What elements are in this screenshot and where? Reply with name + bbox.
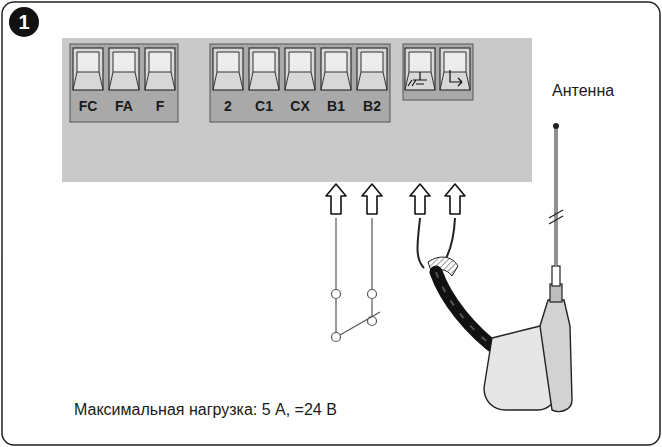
terminal-label: F [156,99,165,113]
terminal [405,48,435,90]
terminal-label: B2 [363,99,381,113]
terminal [321,48,351,90]
coax-cable [418,218,501,352]
terminal-edge [347,72,351,90]
terminal-screw [325,52,347,72]
terminal-edge [99,72,103,90]
ground-symbol [408,72,427,86]
terminal-edge [311,72,315,90]
terminal [285,48,315,90]
terminal-edge [135,72,139,90]
terminal [109,48,139,90]
terminal-label: CX [290,99,309,113]
terminal-label: FC [79,99,98,113]
terminal-screw [113,52,135,72]
terminal-edge [73,72,77,90]
terminal-screw [409,52,431,72]
terminal-edge [357,72,361,90]
terminal [73,48,103,90]
terminal-label: C1 [255,99,273,113]
terminal-edge [466,72,470,90]
terminal-edge [405,72,409,90]
switch-symbol [332,218,381,342]
terminal-screw [217,52,239,72]
terminal [145,48,175,90]
antenna-terminal-symbol [450,70,462,86]
terminal-screw [149,52,171,72]
terminal-edge [171,72,175,90]
terminal-blocks [70,44,473,122]
terminal-edge [285,72,289,90]
terminal-screw [289,52,311,72]
connection-arrows [326,184,465,214]
terminal-label: B1 [327,99,345,113]
terminal-label: 2 [224,99,232,113]
terminal-block [403,44,473,100]
terminal-screw [253,52,275,72]
terminal-edge [321,72,325,90]
terminal [440,48,470,90]
terminal-edge [383,72,387,90]
terminal [213,48,243,90]
callout-circle [9,7,39,37]
terminal-label: FA [115,99,133,113]
terminal-edge [145,72,149,90]
terminal [357,48,387,90]
callout-number: 1 [18,12,29,32]
antenna-label: Антенна [552,83,614,99]
terminal-edge [239,72,243,90]
terminal-edge [431,72,435,90]
antenna-symbol [484,123,572,412]
terminal [249,48,279,90]
terminal-edge [440,72,444,90]
controller-panel [62,38,532,182]
terminal-block [70,44,178,122]
terminal-edge [275,72,279,90]
terminal-edge [249,72,253,90]
terminal-block [210,44,390,122]
terminal-screw [77,52,99,72]
terminal-edge [109,72,113,90]
terminal-edge [213,72,217,90]
terminal-screw [444,52,466,72]
terminal-screw [361,52,383,72]
load-note: Максимальная нагрузка: 5 А, =24 В [74,402,337,418]
